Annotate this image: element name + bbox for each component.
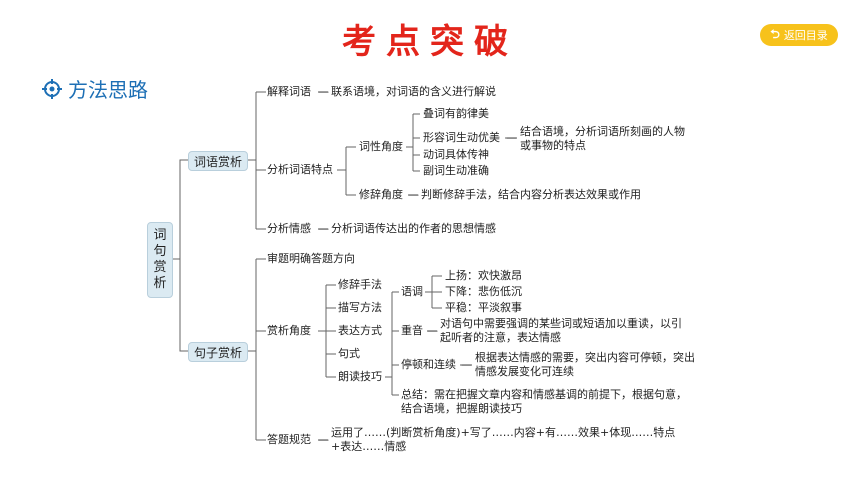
page-title: 考点突破	[342, 22, 518, 62]
node-tone-item: 平稳：平淡叙事	[445, 301, 522, 314]
section-heading: 方法思路	[42, 74, 148, 103]
node-features: 分析词语特点	[267, 163, 333, 176]
node-stress: 重音	[401, 324, 423, 337]
dash-separator: —	[318, 222, 329, 235]
node-angle-item: 朗读技巧	[338, 370, 382, 383]
dash-separator: —	[318, 85, 329, 98]
dash-separator: —	[461, 358, 472, 371]
node-tone: 语调	[401, 285, 423, 298]
node-stress-desc: 对语句中需要强调的某些词或短语加以重读，以引起听者的注意，表达情感	[440, 317, 682, 344]
node-angle-item: 表达方式	[338, 324, 382, 337]
return-arrow-icon: ⮌	[770, 26, 780, 41]
node-question: 审题明确答题方向	[267, 252, 355, 265]
node-pause-desc: 根据表达情感的需要，突出内容可停顿，突出情感发展变化可连续	[475, 351, 695, 378]
word-analysis-box: 词语赏析	[188, 151, 248, 171]
node-tone-item: 下降：悲伤低沉	[445, 285, 522, 298]
node-adj-desc: 结合语境，分析词语所刻画的人物或事物的特点	[520, 125, 685, 152]
root-char: 词	[153, 228, 167, 243]
node-pause: 停顿和连续	[401, 358, 456, 371]
root-char: 句	[153, 244, 167, 259]
dash-separator: —	[427, 324, 438, 337]
root-char: 析	[153, 276, 167, 291]
back-button-label: 返回目录	[783, 29, 828, 42]
node-pos-item: 动词具体传神	[423, 148, 489, 161]
node-explain: 解释词语	[267, 85, 311, 98]
root-node: 词 句 赏 析	[147, 222, 173, 298]
node-pos-item: 叠词有韵律美	[423, 107, 489, 120]
node-summary: 总结：需在把握文章内容和情感基调的前提下，根据句意，结合语境，把握朗读技巧	[401, 388, 687, 415]
node-angle-item: 句式	[338, 347, 360, 360]
dash-separator: —	[506, 131, 517, 144]
node-pos-item: 副词生动准确	[423, 164, 489, 177]
section-title: 方法思路	[68, 78, 148, 102]
node-angle: 赏析角度	[267, 324, 311, 337]
root-char: 赏	[153, 260, 167, 275]
node-emotion: 分析情感	[267, 222, 311, 235]
node-norm-desc: 运用了……(判断赏析角度)+写了……内容+有……效果+体现……特点+表达……情感	[331, 426, 676, 453]
node-rhetoric: 修辞角度	[359, 188, 403, 201]
crosshair-target-icon	[42, 78, 62, 99]
dash-separator: —	[318, 433, 329, 446]
node-pos-item: 形容词生动优美	[423, 131, 500, 144]
sentence-analysis-box: 句子赏析	[188, 342, 248, 362]
node-angle-item: 修辞手法	[338, 278, 382, 291]
node-pos: 词性角度	[359, 140, 403, 153]
node-tone-item: 上扬：欢快激昂	[445, 269, 522, 282]
node-emotion-desc: 分析词语传达出的作者的思想情感	[331, 222, 496, 235]
node-norm: 答题规范	[267, 433, 311, 446]
node-angle-item: 描写方法	[338, 301, 382, 314]
dash-separator: —	[408, 188, 419, 201]
node-rhetoric-desc: 判断修辞手法，结合内容分析表达效果或作用	[421, 188, 641, 201]
node-explain-desc: 联系语境，对词语的含义进行解说	[331, 85, 496, 98]
back-to-contents-button[interactable]: ⮌ 返回目录	[760, 24, 838, 46]
